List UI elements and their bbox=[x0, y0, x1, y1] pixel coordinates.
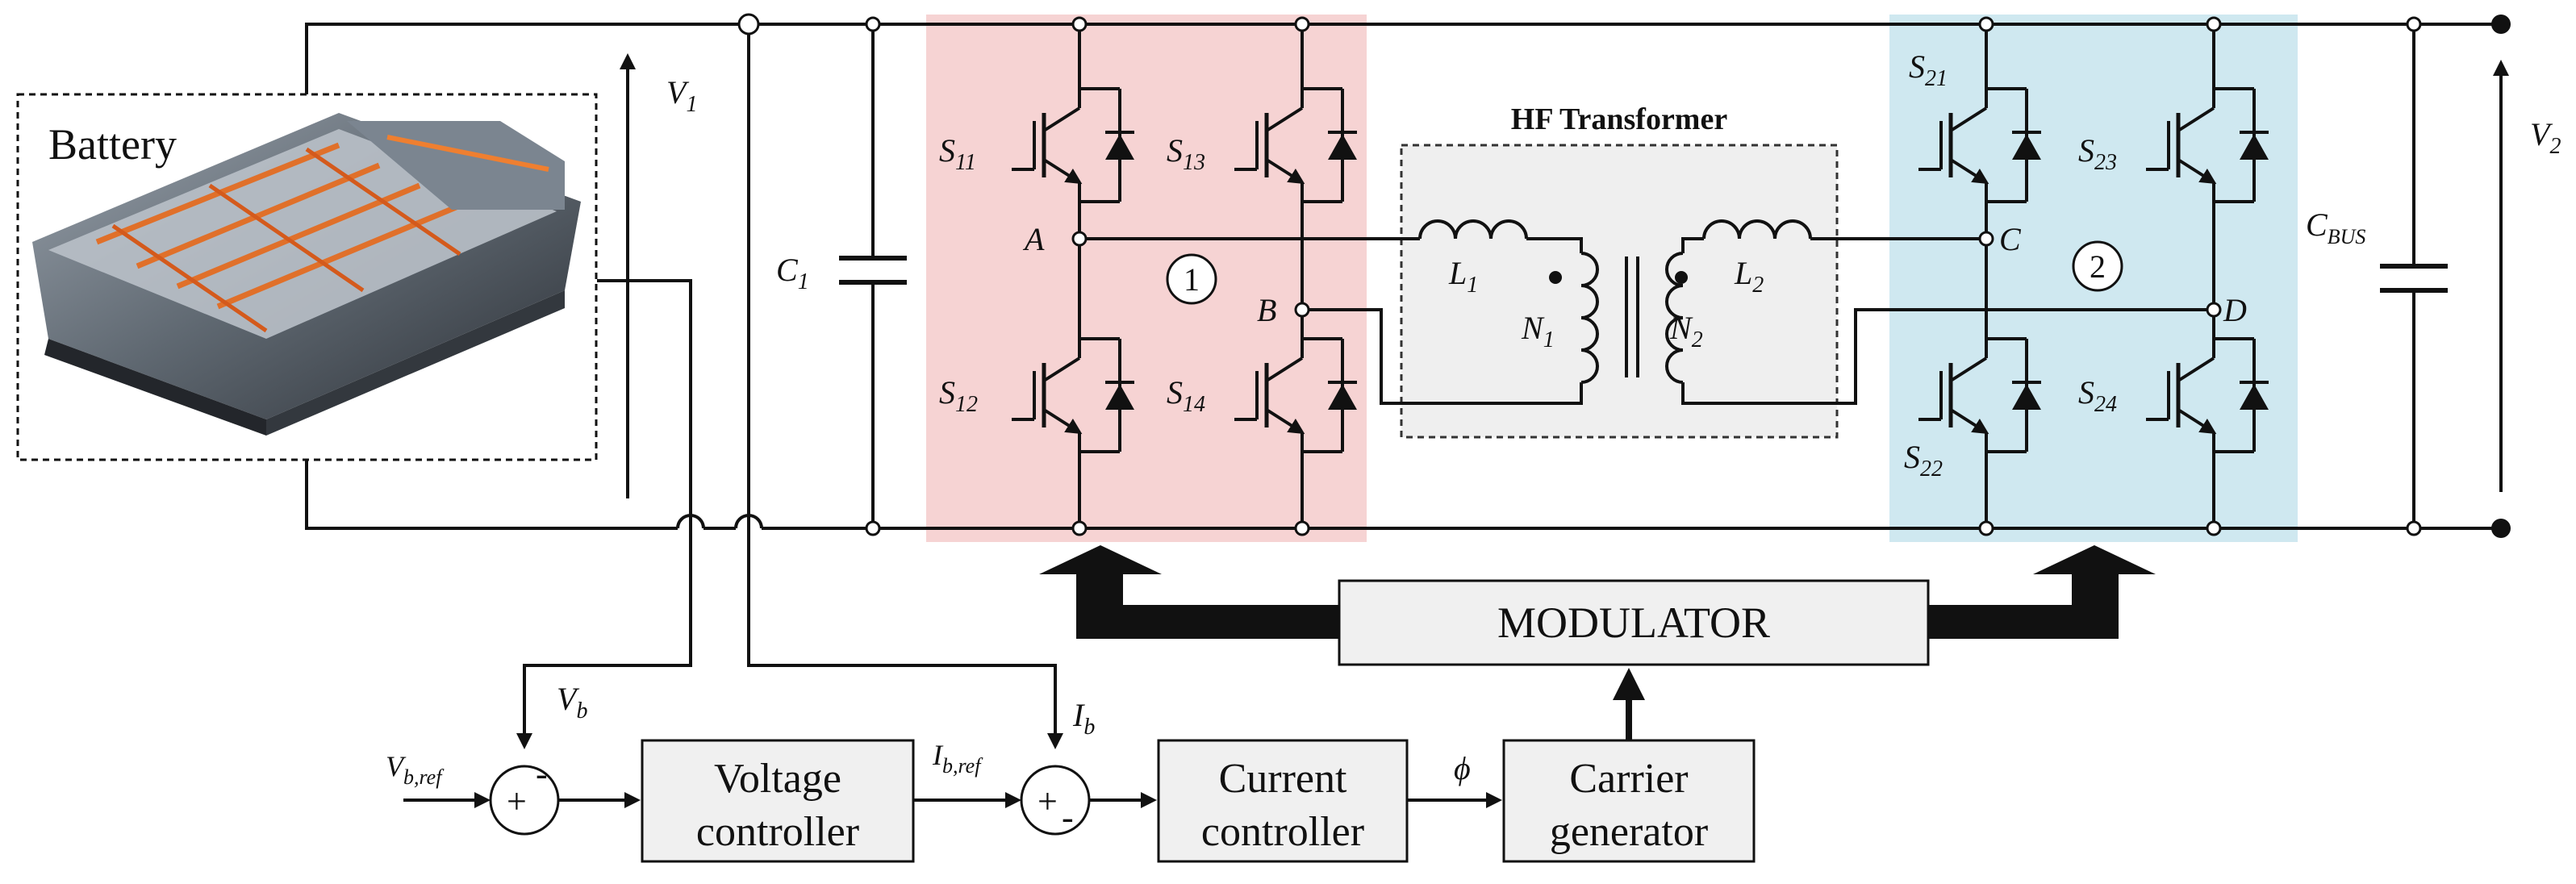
sum1-minus: - bbox=[536, 754, 548, 794]
ib-label: Ib bbox=[1072, 697, 1095, 740]
node-d-label: D bbox=[2223, 292, 2247, 328]
output-terminal-bottom bbox=[2491, 519, 2511, 538]
inductor-l2 bbox=[1702, 219, 1812, 240]
cbus-label: CBUS bbox=[2306, 206, 2365, 248]
switch-s11 bbox=[1007, 65, 1134, 226]
bridge1-number-circle bbox=[1166, 253, 1217, 305]
battery-pack-image bbox=[32, 113, 581, 436]
modulator-label: MODULATOR bbox=[1497, 598, 1770, 647]
l1-label: L1 bbox=[1448, 255, 1478, 298]
switch-s22 bbox=[1914, 315, 2041, 476]
n2-label: N2 bbox=[1669, 310, 1703, 352]
inductor-l1 bbox=[1418, 219, 1528, 240]
s11-label: S11 bbox=[939, 132, 976, 175]
sum2-minus: - bbox=[1062, 798, 1074, 837]
arrow-to-bridge2 bbox=[1928, 545, 2156, 639]
vb-label: Vb bbox=[557, 681, 587, 723]
s23-label: S23 bbox=[2078, 132, 2117, 175]
s12-label: S12 bbox=[939, 374, 978, 417]
v2-label: V2 bbox=[2530, 116, 2561, 159]
winding-n2 bbox=[1665, 252, 1684, 384]
voltage-controller-line2: controller bbox=[696, 809, 859, 855]
current-controller-block bbox=[1157, 739, 1409, 863]
s22-label: S22 bbox=[1904, 439, 1943, 482]
switch-s21 bbox=[1914, 65, 2041, 226]
carrier-generator-line2: generator bbox=[1550, 809, 1708, 855]
c1-label: C1 bbox=[776, 252, 809, 294]
vb-sense-wire bbox=[516, 279, 692, 749]
ibref-label: Ib,ref bbox=[932, 739, 983, 778]
sum1-plus: + bbox=[507, 782, 527, 821]
carrier-generator-line1: Carrier bbox=[1569, 756, 1688, 802]
vbref-label: Vb,ref bbox=[386, 750, 445, 789]
phi-label: ϕ bbox=[1454, 750, 1471, 786]
sum2-plus: + bbox=[1037, 782, 1058, 821]
transformer-box bbox=[1400, 144, 1839, 439]
v1-label: V1 bbox=[666, 74, 697, 117]
bridge2-number-circle bbox=[2072, 240, 2123, 292]
output-terminal-top bbox=[2491, 15, 2511, 34]
voltage-controller-block bbox=[641, 739, 915, 863]
top-rail bbox=[305, 23, 2501, 94]
node-a-label: A bbox=[1022, 221, 1045, 257]
battery-label: Battery bbox=[48, 120, 177, 169]
voltage-controller-line1: Voltage bbox=[714, 756, 841, 802]
switch-s23 bbox=[2141, 65, 2269, 226]
current-controller-line1: Current bbox=[1219, 756, 1347, 802]
switch-s14 bbox=[1230, 315, 1357, 476]
node-b-label: B bbox=[1257, 292, 1276, 328]
arrow-to-bridge1 bbox=[1039, 545, 1339, 639]
current-controller-line2: controller bbox=[1201, 809, 1364, 855]
bridge1-number: 1 bbox=[1184, 261, 1200, 298]
transformer-title: HF Transformer bbox=[1511, 102, 1728, 136]
node-c-label: C bbox=[1999, 221, 2022, 257]
switch-s13 bbox=[1230, 65, 1357, 226]
s21-label: S21 bbox=[1909, 48, 1948, 91]
n1-label: N1 bbox=[1521, 310, 1555, 352]
s13-label: S13 bbox=[1167, 132, 1205, 175]
s24-label: S24 bbox=[2078, 374, 2117, 417]
ib-sense-wire bbox=[747, 34, 1063, 749]
switch-s12 bbox=[1007, 315, 1134, 476]
l2-label: L2 bbox=[1734, 255, 1764, 298]
winding-n1 bbox=[1580, 252, 1599, 384]
s14-label: S14 bbox=[1167, 374, 1205, 417]
modulator-block bbox=[1338, 579, 1930, 666]
bridge2-number: 2 bbox=[2090, 248, 2106, 285]
switch-s24 bbox=[2141, 315, 2269, 476]
